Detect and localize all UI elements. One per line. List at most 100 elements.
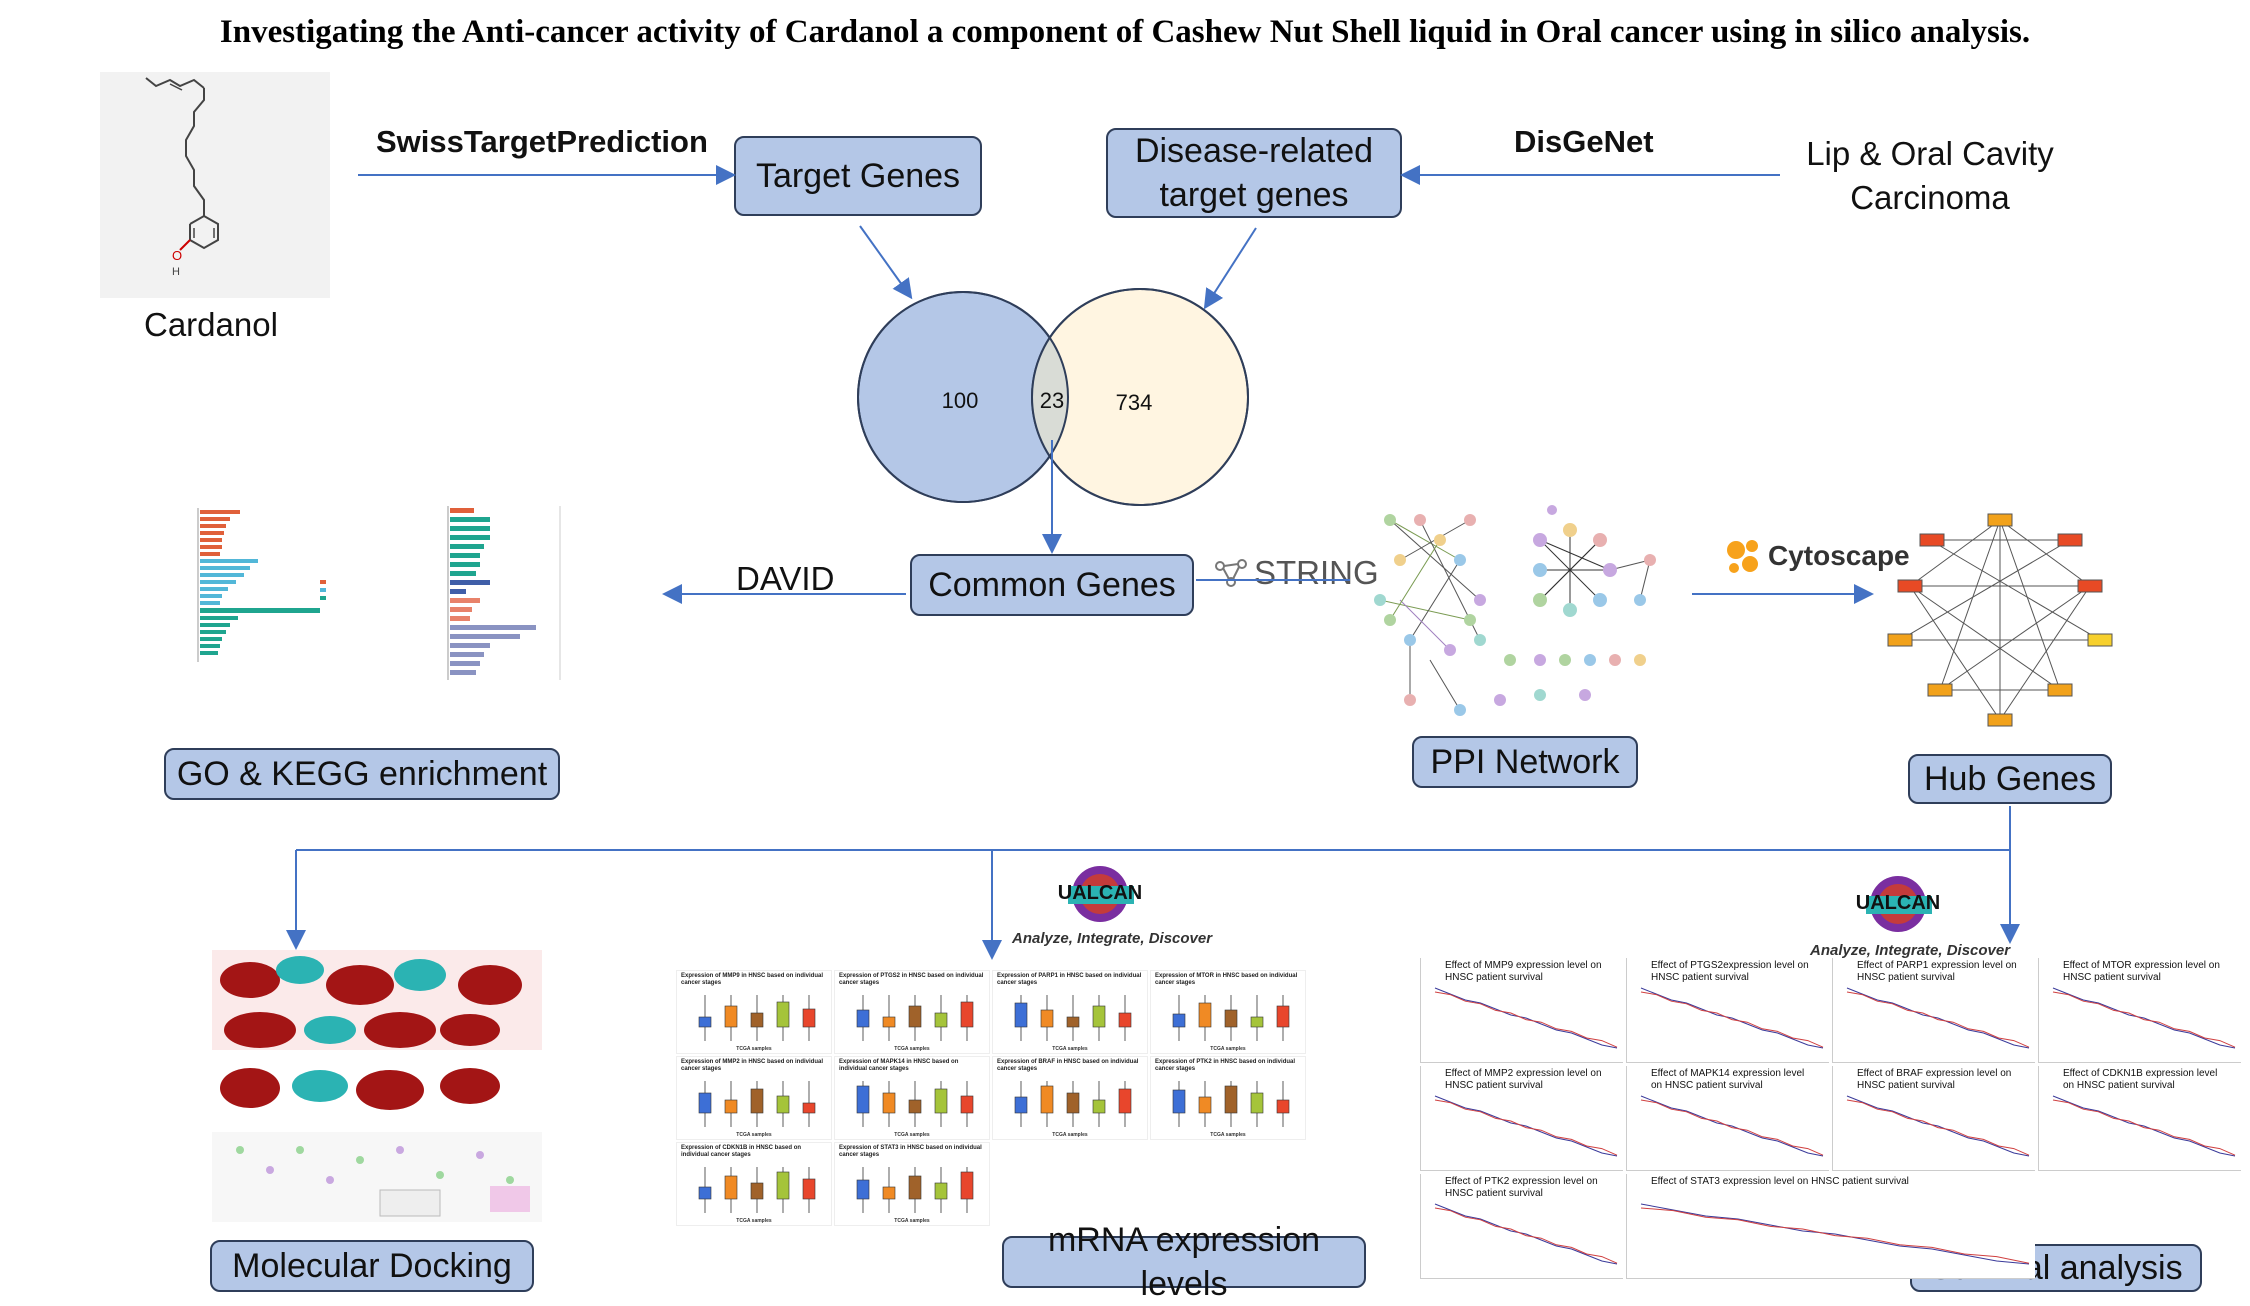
- mrna-boxplot: [698, 995, 816, 1041]
- survival-panel: Effect of CDKN1B expression level on HNS…: [2038, 1066, 2241, 1171]
- survival-panel: Effect of MMP9 expression level on HNSC …: [1420, 958, 1623, 1063]
- mrna-xlabel: TCGA samples: [894, 1046, 930, 1052]
- disgenet-label: DisGeNet: [1514, 124, 1654, 159]
- mrna-panel-title: Expression of MMP9 in HNSC based on indi…: [681, 973, 824, 986]
- mrna-panel: Expression of CDKN1B in HNSC based on in…: [676, 1142, 832, 1226]
- survival-panel: Effect of PTK2 expression level on HNSC …: [1420, 1174, 1623, 1279]
- venn-left-count: 100: [942, 388, 979, 413]
- ualcan-logo-mrna-name: UALCAN: [1057, 882, 1143, 904]
- string-text: STRING: [1254, 554, 1379, 591]
- survival-panel-title: Effect of MAPK14 expression level on HNS…: [1651, 1068, 1805, 1091]
- mrna-panel-title: Expression of BRAF in HNSC based on indi…: [997, 1059, 1139, 1072]
- mrna-boxplot: [1014, 995, 1132, 1041]
- survival-curve: [1846, 1095, 2030, 1157]
- disease-genes-line1: Disease-related: [1134, 132, 1374, 170]
- mrna-panel: Expression of PARP1 in HNSC based on ind…: [992, 970, 1148, 1054]
- survival-curve: [2052, 987, 2236, 1049]
- cytoscape-icon: [1727, 540, 1758, 573]
- survival-panel-title: Effect of STAT3 expression level on HNSC…: [1651, 1176, 1909, 1187]
- mrna-xlabel: TCGA samples: [1210, 1046, 1246, 1052]
- ualcan-logo-mrna-graphic: [1068, 866, 1134, 922]
- mrna-expression-grid: Expression of MMP9 in HNSC based on indi…: [676, 970, 1316, 1232]
- survival-panel: Effect of PARP1 expression level on HNSC…: [1832, 958, 2035, 1063]
- hub-genes-box: Hub Genes: [1908, 754, 2112, 804]
- venn-diagram: 100 23 734: [857, 288, 1249, 506]
- survival-panel-title: Effect of PTK2 expression level on HNSC …: [1445, 1176, 1598, 1199]
- ualcan-logo-survival-graphic: [1866, 876, 1932, 932]
- disease-label-line2: Carcinoma: [1850, 179, 2010, 216]
- survival-panel-title: Effect of MTOR expression level on HNSC …: [2063, 960, 2220, 983]
- mrna-panel: Expression of MMP2 in HNSC based on indi…: [676, 1056, 832, 1140]
- survival-curve: [1640, 1095, 1824, 1157]
- mrna-boxplot: [856, 1167, 974, 1213]
- arrow-target-to-venn: [859, 225, 913, 300]
- target-genes-box: Target Genes: [734, 136, 982, 216]
- survival-curve: [1640, 1203, 2030, 1265]
- cardanol-structure: O H: [100, 72, 330, 298]
- mrna-panel: Expression of BRAF in HNSC based on indi…: [992, 1056, 1148, 1140]
- mrna-panel: Expression of MAPK14 in HNSC based on in…: [834, 1056, 990, 1140]
- mrna-panel: Expression of PTK2 in HNSC based on indi…: [1150, 1056, 1306, 1140]
- survival-panel-title: Effect of MMP9 expression level on HNSC …: [1445, 960, 1602, 983]
- hub-gene-network-thumbnail: [1887, 513, 2113, 727]
- cardanol-structure-drawing: O H: [145, 77, 219, 278]
- mrna-panel: Expression of MTOR in HNSC based on indi…: [1150, 970, 1306, 1054]
- disease-label: Lip & Oral Cavity Carcinoma: [1800, 132, 2060, 220]
- cytoscape-label: Cytoscape: [1724, 536, 1910, 576]
- common-genes-box: Common Genes: [910, 554, 1194, 616]
- mrna-panel: Expression of STAT3 in HNSC based on ind…: [834, 1142, 990, 1226]
- go-kegg-box: GO & KEGG enrichment: [164, 748, 560, 800]
- page-title: Investigating the Anti-cancer activity o…: [219, 14, 2031, 50]
- survival-panel-title: Effect of PARP1 expression level on HNSC…: [1857, 960, 2017, 983]
- survival-curve: [1846, 987, 2030, 1049]
- mrna-xlabel: TCGA samples: [1052, 1046, 1088, 1052]
- mrna-xlabel: TCGA samples: [736, 1132, 772, 1138]
- mrna-panel-title: Expression of MTOR in HNSC based on indi…: [1155, 973, 1298, 986]
- survival-panel-title: Effect of CDKN1B expression level on HNS…: [2063, 1068, 2218, 1091]
- mrna-panel-title: Expression of MAPK14 in HNSC based on in…: [839, 1059, 959, 1072]
- mrna-panel: Expression of MMP9 in HNSC based on indi…: [676, 970, 832, 1054]
- mrna-panel: Expression of PTGS2 in HNSC based on ind…: [834, 970, 990, 1054]
- survival-curve: [1434, 1095, 1618, 1157]
- survival-panel: Effect of MTOR expression level on HNSC …: [2038, 958, 2241, 1063]
- disease-genes-line2: target genes: [1159, 176, 1349, 214]
- go-enrichment-thumbnail: [130, 496, 330, 666]
- ppi-network-box: PPI Network: [1412, 736, 1638, 788]
- ualcan-tagline-mrna: Analyze, Integrate, Discover: [1012, 930, 1213, 947]
- survival-curve: [2052, 1095, 2236, 1157]
- mrna-boxplot: [856, 995, 974, 1041]
- survival-curve: [1434, 987, 1618, 1049]
- mrna-boxplot: [698, 1081, 816, 1127]
- string-network-thumbnail: [1374, 505, 1656, 716]
- survival-panel: Effect of STAT3 expression level on HNSC…: [1626, 1174, 2035, 1279]
- mrna-panel-title: Expression of MMP2 in HNSC based on indi…: [681, 1059, 824, 1072]
- survival-analysis-grid: Effect of MMP9 expression level on HNSC …: [1420, 958, 2250, 1279]
- disease-label-line1: Lip & Oral Cavity: [1806, 135, 2054, 172]
- survival-panel: Effect of MAPK14 expression level on HNS…: [1626, 1066, 1829, 1171]
- mrna-panel-title: Expression of STAT3 in HNSC based on ind…: [839, 1145, 982, 1158]
- mrna-boxplot: [1014, 1081, 1132, 1127]
- mrna-xlabel: TCGA samples: [736, 1046, 772, 1052]
- survival-panel-title: Effect of PTGS2expression level on HNSC …: [1651, 960, 1809, 983]
- survival-curve: [1434, 1203, 1618, 1265]
- hydrogen-atom-label: H: [172, 266, 180, 278]
- docking-thumbnail: [212, 950, 542, 1222]
- survival-panel: Effect of BRAF expression level on HNSC …: [1832, 1066, 2035, 1171]
- survival-panel: Effect of MMP2 expression level on HNSC …: [1420, 1066, 1623, 1171]
- survival-panel-title: Effect of MMP2 expression level on HNSC …: [1445, 1068, 1602, 1091]
- venn-overlap-count: 23: [1040, 388, 1064, 413]
- ualcan-tagline-survival: Analyze, Integrate, Discover: [1810, 942, 2011, 959]
- disease-genes-box: Disease-related target genes: [1106, 128, 1402, 218]
- mrna-xlabel: TCGA samples: [894, 1132, 930, 1138]
- survival-panel-title: Effect of BRAF expression level on HNSC …: [1857, 1068, 2012, 1091]
- mrna-xlabel: TCGA samples: [894, 1218, 930, 1224]
- ualcan-logo-mrna: UALCAN Analyze, Integrate, Discover: [1010, 864, 1213, 954]
- kegg-enrichment-thumbnail: [360, 496, 640, 686]
- mrna-xlabel: TCGA samples: [736, 1218, 772, 1224]
- mrna-panel-title: Expression of PARP1 in HNSC based on ind…: [997, 973, 1142, 986]
- mrna-xlabel: TCGA samples: [1210, 1132, 1246, 1138]
- cytoscape-text: Cytoscape: [1768, 540, 1910, 571]
- mrna-boxplot: [698, 1167, 816, 1213]
- string-icon: [1215, 559, 1247, 587]
